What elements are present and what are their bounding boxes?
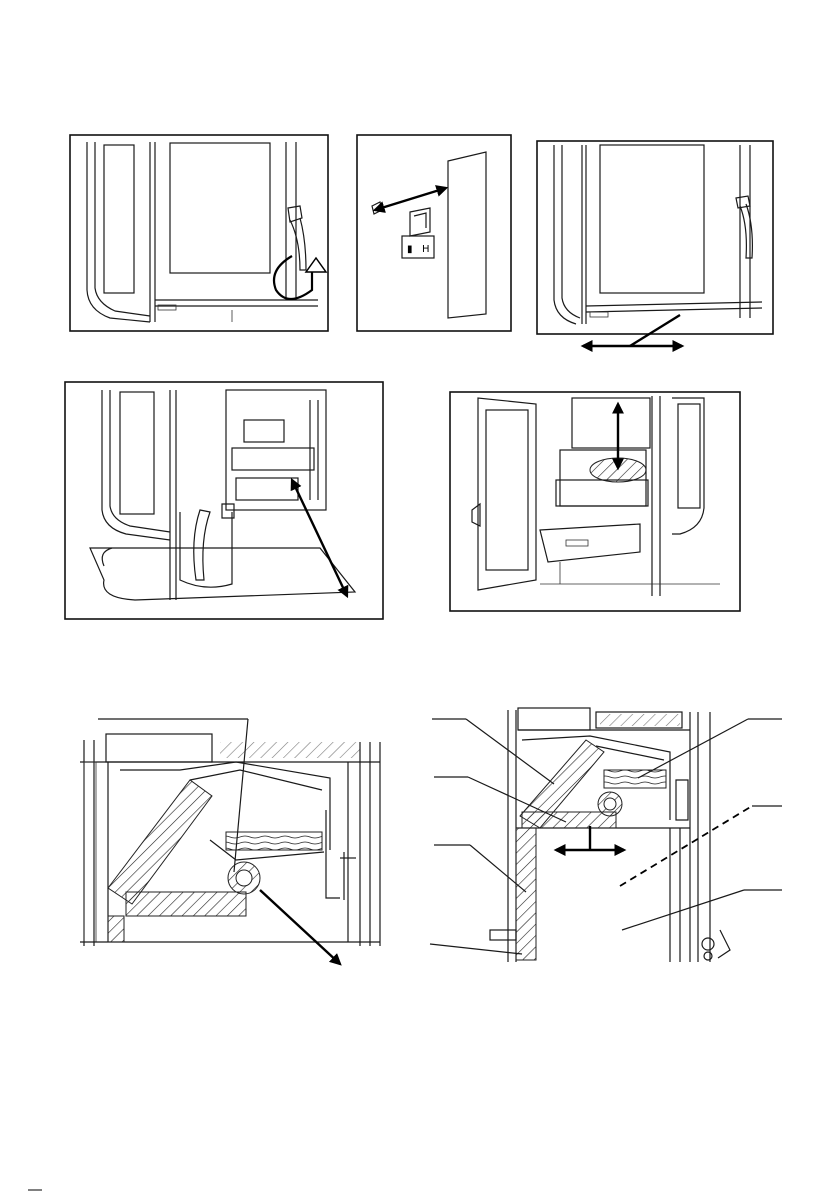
figure-grate-lift <box>450 392 740 611</box>
svg-text:H: H <box>422 244 430 255</box>
figure-side-panel-remove: ▮ H <box>357 135 511 331</box>
figure-section-left <box>80 719 380 964</box>
figure-ash-drawer-pull <box>65 382 383 619</box>
figure-section-right <box>430 708 782 962</box>
svg-text:▮: ▮ <box>407 244 413 255</box>
figure-base-cover-slide <box>537 141 773 346</box>
figure-door-handle-rotate <box>70 135 328 331</box>
